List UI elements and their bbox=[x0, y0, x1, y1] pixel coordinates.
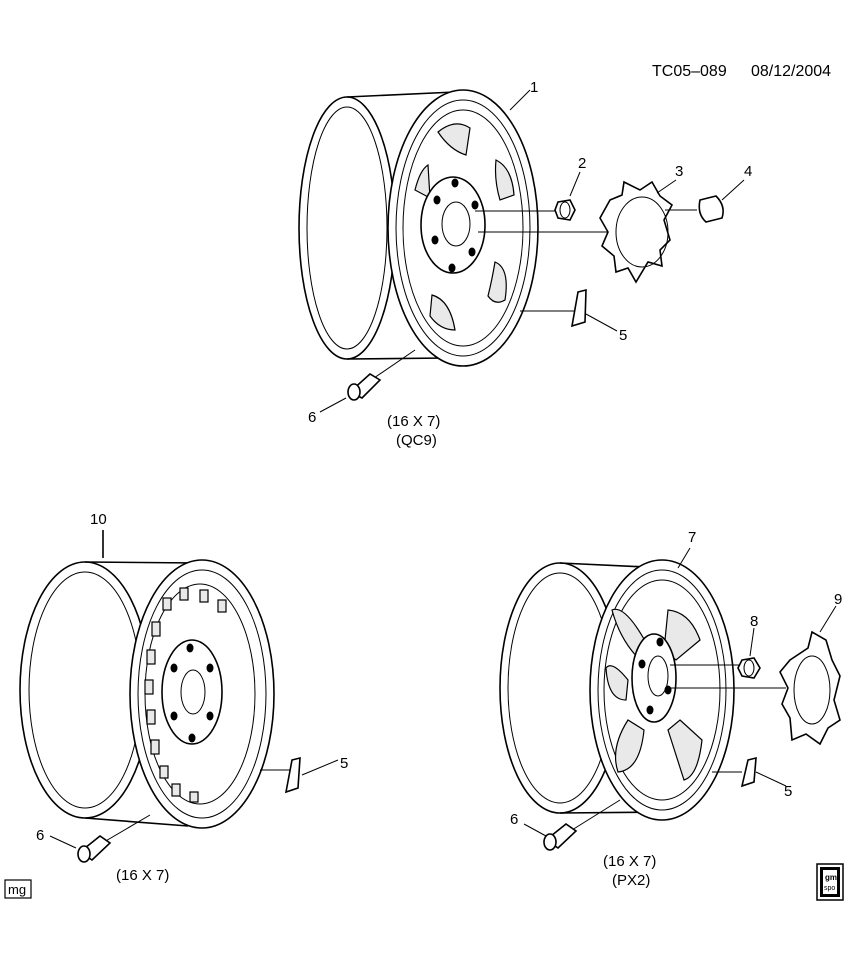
callout-6c: 6 bbox=[510, 811, 518, 828]
valve-stem-6c bbox=[543, 799, 621, 851]
drawing-date: 08/12/2004 bbox=[751, 63, 831, 80]
svg-text:gm: gm bbox=[825, 873, 837, 882]
caption-right-option: (PX2) bbox=[612, 872, 650, 889]
callout-6a: 6 bbox=[308, 409, 316, 426]
valve-stem-6a bbox=[347, 349, 416, 401]
balance-weight-5b bbox=[284, 756, 301, 794]
svg-text:mg: mg bbox=[8, 882, 26, 897]
callout-10: 10 bbox=[90, 511, 107, 528]
callout-7: 7 bbox=[688, 529, 696, 546]
callout-5a: 5 bbox=[619, 327, 627, 344]
balance-weight-5c bbox=[740, 756, 757, 788]
wheel-steel bbox=[19, 530, 275, 829]
balance-weight-5a bbox=[570, 288, 587, 328]
lug-nut-4 bbox=[665, 195, 724, 223]
caption-left-size: (16 X 7) bbox=[116, 867, 169, 884]
gm-spo-logo: gm spo bbox=[816, 863, 844, 901]
valve-stem-6b bbox=[49, 814, 151, 863]
lug-nut-2 bbox=[554, 199, 576, 221]
drawing-id: TC05–089 bbox=[652, 63, 727, 80]
caption-right-size: (16 X 7) bbox=[603, 853, 656, 870]
lug-nut-8 bbox=[737, 657, 761, 679]
callout-5b: 5 bbox=[340, 755, 348, 772]
callout-5c: 5 bbox=[784, 783, 792, 800]
callout-6b: 6 bbox=[36, 827, 44, 844]
caption-top-option: (QC9) bbox=[396, 432, 437, 449]
wheel-qc9 bbox=[298, 89, 539, 367]
center-cap-9 bbox=[779, 630, 841, 746]
mg-tag: mg bbox=[4, 879, 32, 899]
callout-3: 3 bbox=[675, 163, 683, 180]
callout-2: 2 bbox=[578, 155, 586, 172]
callout-1: 1 bbox=[530, 79, 538, 96]
wheel-px2 bbox=[499, 559, 735, 821]
svg-text:spo: spo bbox=[824, 885, 835, 892]
callout-9: 9 bbox=[834, 591, 842, 608]
center-cap-3 bbox=[599, 180, 674, 284]
callout-8: 8 bbox=[750, 613, 758, 630]
caption-top-size: (16 X 7) bbox=[387, 413, 440, 430]
callout-4: 4 bbox=[744, 163, 752, 180]
